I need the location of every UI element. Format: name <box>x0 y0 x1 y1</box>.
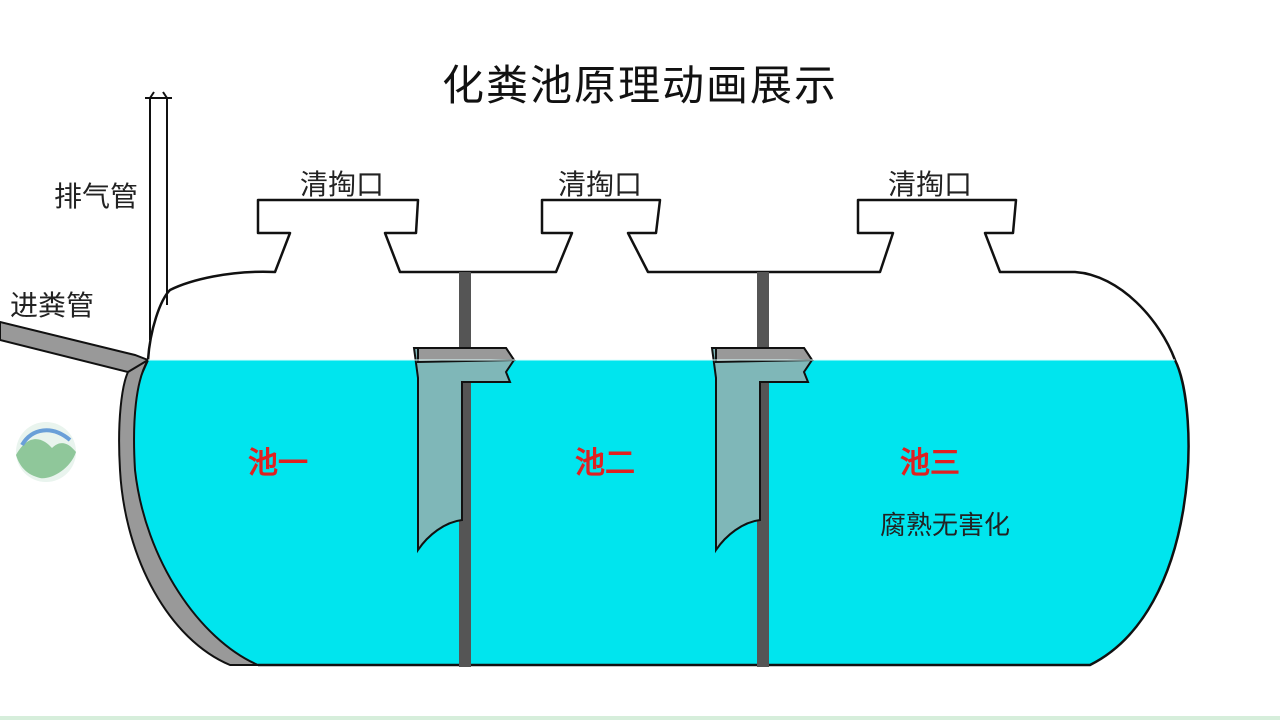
water-fill <box>134 360 1189 665</box>
mountain-circle-logo <box>16 422 76 482</box>
chamber-label-1: 池一 <box>248 446 308 481</box>
cleanout-label-3: 清掏口 <box>887 168 973 201</box>
bottom-border <box>0 716 1280 720</box>
diagram-title: 化粪池原理动画展示 <box>441 61 838 110</box>
vent-pipe <box>149 97 168 340</box>
baffle-2 <box>710 347 814 554</box>
vent-pipe-cap <box>145 91 172 99</box>
inlet-pipe <box>0 320 150 380</box>
tank-outline <box>146 198 1190 667</box>
vent-pipe-label: 排气管 <box>54 180 139 213</box>
baffle-1 <box>412 347 516 554</box>
chamber-label-2: 池二 <box>575 446 635 481</box>
chamber-3-note: 腐熟无害化 <box>880 511 1011 541</box>
chamber-label-3: 池三 <box>900 446 960 481</box>
left-wall <box>118 359 259 666</box>
cleanout-label-2: 清掏口 <box>557 168 643 201</box>
cleanout-label-1: 清掏口 <box>299 168 385 201</box>
inlet-pipe-label: 进粪管 <box>10 289 95 322</box>
